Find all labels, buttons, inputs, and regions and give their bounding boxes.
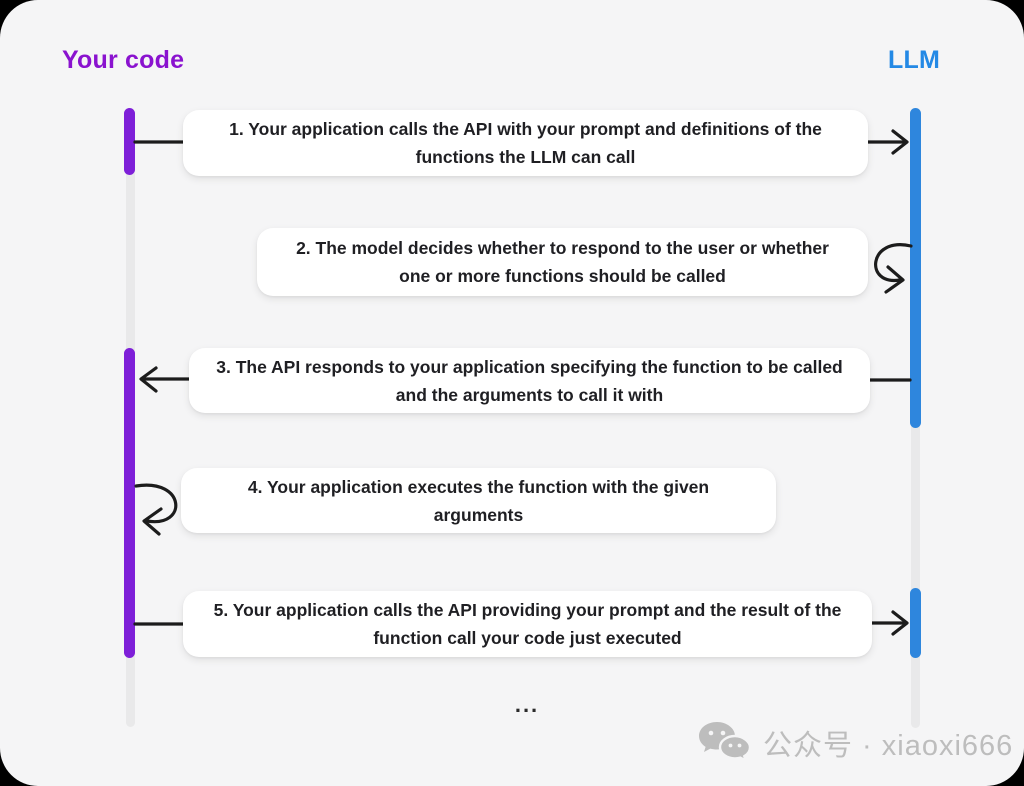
actor-label-your-code: Your code bbox=[62, 46, 185, 74]
step-3-message-box: 3. The API responds to your application … bbox=[189, 348, 870, 413]
step-4-arrowhead bbox=[142, 507, 163, 536]
actor-label-llm: LLM bbox=[888, 46, 940, 74]
llm-activation-bar-1 bbox=[910, 108, 921, 428]
watermark-text: 公众号 · xiaoxi666 bbox=[763, 730, 1014, 762]
your-code-activation-bar-1 bbox=[124, 108, 135, 175]
step-2-arrowhead bbox=[884, 265, 905, 294]
your-code-activation-bar-2 bbox=[124, 348, 135, 658]
step-5-arrowhead bbox=[891, 610, 909, 636]
wechat-icon bbox=[699, 722, 751, 763]
llm-activation-bar-2 bbox=[910, 588, 921, 658]
step-2-message-box: 2. The model decides whether to respond … bbox=[257, 228, 868, 296]
step-5-message-box: 5. Your application calls the API provid… bbox=[183, 591, 872, 657]
step-1-message-box: 1. Your application calls the API with y… bbox=[183, 110, 868, 176]
step-3-arrowhead bbox=[139, 366, 158, 393]
watermark: 公众号 · xiaoxi666 bbox=[697, 720, 1013, 766]
step-4-self-loop bbox=[134, 483, 178, 524]
step-4-message-box: 4. Your application executes the functio… bbox=[181, 468, 776, 533]
continuation-ellipsis: ... bbox=[514, 692, 540, 717]
step-2-self-loop bbox=[874, 243, 913, 282]
step-1-arrowhead bbox=[891, 129, 909, 155]
